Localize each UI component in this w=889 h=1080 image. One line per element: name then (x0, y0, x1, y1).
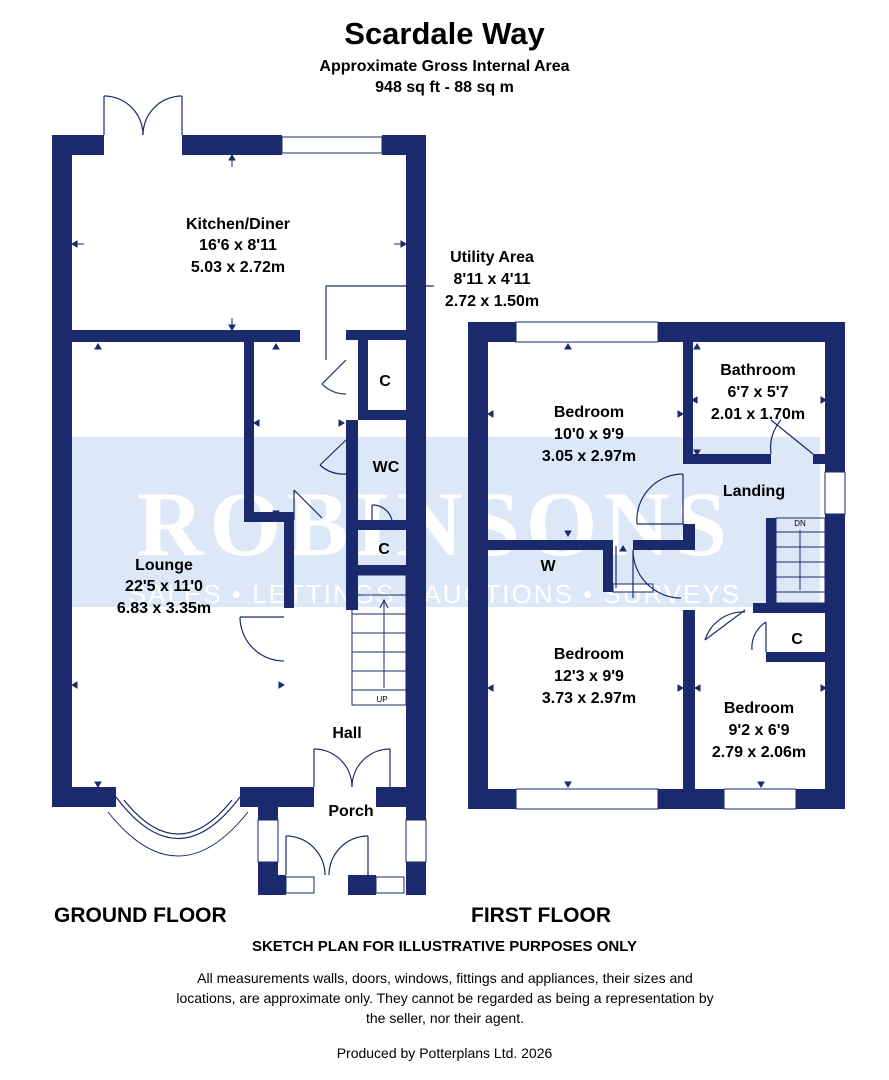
disclaimer-text: All measurements walls, doors, windows, … (176, 970, 714, 1026)
utility-metric: 2.72 x 1.50m (445, 293, 539, 310)
lounge-name: Lounge (135, 557, 193, 574)
kitchen-metric: 5.03 x 2.72m (191, 259, 285, 276)
ground-floor-openings (257, 136, 427, 894)
cupboard-2-label: C (378, 541, 390, 558)
first-stairs-label: DN (794, 519, 806, 528)
cupboard-1-label: C (379, 373, 391, 390)
bedroom-3-imperial: 9'2 x 6'9 (729, 722, 790, 739)
ground-floor-walls (52, 135, 426, 895)
bathroom-metric: 2.01 x 1.70m (711, 406, 805, 423)
dimension-arrows (71, 154, 827, 788)
bedroom-3-metric: 2.79 x 2.06m (712, 744, 806, 761)
wc-label: WC (373, 459, 400, 476)
first-floor-door-swings (615, 419, 814, 652)
first-floor-label: FIRST FLOOR (471, 904, 611, 927)
room-bedroom-2: Bedroom 12'3 x 9'9 3.73 x 2.97m (542, 646, 636, 707)
first-floor-openings (515, 321, 846, 810)
lounge-imperial: 22'5 x 11'0 (125, 578, 203, 595)
watermark-band (70, 437, 820, 607)
bedroom-2-imperial: 12'3 x 9'9 (554, 668, 624, 685)
bedroom-1-metric: 3.05 x 2.97m (542, 448, 636, 465)
ground-stairs-label: UP (376, 695, 387, 704)
hall-label: Hall (332, 725, 361, 742)
bedroom-1-imperial: 10'0 x 9'9 (554, 426, 624, 443)
watermark-brand: ROBINSONS (137, 473, 733, 575)
room-kitchen: Kitchen/Diner 16'6 x 8'11 5.03 x 2.72m (186, 216, 290, 276)
room-bedroom-1: Bedroom 10'0 x 9'9 3.05 x 2.97m (542, 404, 636, 465)
room-utility: Utility Area 8'11 x 4'11 2.72 x 1.50m (445, 249, 539, 310)
first-floor-walls (468, 322, 845, 809)
ground-floor-label: GROUND FLOOR (54, 904, 227, 927)
bedroom-1-name: Bedroom (554, 404, 624, 421)
room-bedroom-3: Bedroom 9'2 x 6'9 2.79 x 2.06m (712, 700, 806, 761)
ground-floor-door-swings (103, 95, 434, 876)
area-label: Approximate Gross Internal Area (319, 58, 570, 75)
kitchen-imperial: 16'6 x 8'11 (199, 237, 277, 254)
produced-by: Produced by Potterplans Ltd. 2026 (336, 1045, 553, 1061)
wardrobe-label: W (540, 558, 556, 575)
first-floor-stairs (775, 517, 826, 604)
area-value: 948 sq ft - 88 sq m (375, 79, 514, 96)
kitchen-name: Kitchen/Diner (186, 216, 290, 233)
first-cupboard-label: C (791, 631, 803, 648)
utility-name: Utility Area (450, 249, 534, 266)
bathroom-imperial: 6'7 x 5'7 (728, 384, 789, 401)
plan-title: Scardale Way (344, 16, 545, 51)
bedroom-2-name: Bedroom (554, 646, 624, 663)
room-bathroom: Bathroom 6'7 x 5'7 2.01 x 1.70m (711, 362, 805, 423)
sketch-note: SKETCH PLAN FOR ILLUSTRATIVE PURPOSES ON… (251, 938, 638, 955)
porch-label: Porch (328, 803, 373, 820)
landing-label: Landing (723, 483, 785, 500)
bathroom-name: Bathroom (720, 362, 796, 379)
lounge-metric: 6.83 x 3.35m (117, 600, 211, 617)
utility-imperial: 8'11 x 4'11 (453, 271, 530, 288)
bedroom-3-name: Bedroom (724, 700, 794, 717)
bedroom-2-metric: 3.73 x 2.97m (542, 690, 636, 707)
ground-floor-stairs (351, 574, 407, 706)
room-lounge: Lounge 22'5 x 11'0 6.83 x 3.35m (117, 557, 211, 617)
